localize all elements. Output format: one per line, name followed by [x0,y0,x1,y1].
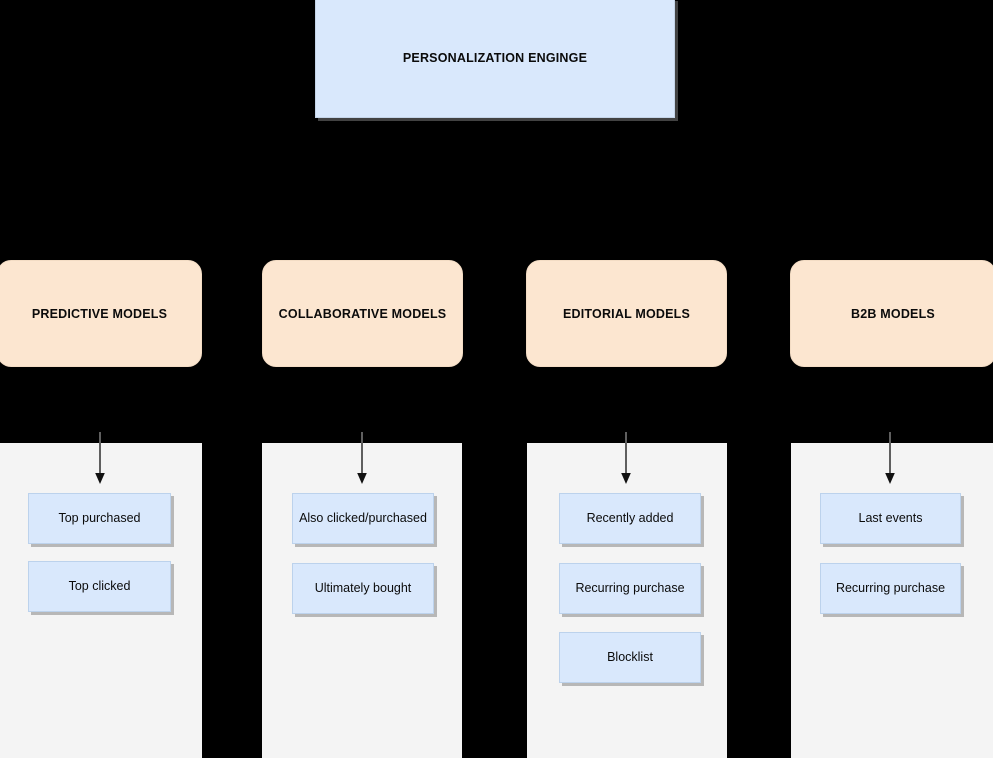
personalization-engine-box[interactable]: PERSONALIZATION ENGINGE [315,0,675,118]
model-box-collaborative[interactable]: COLLABORATIVE MODELS [262,260,463,367]
leaf-box-recurring-purchase-b2b[interactable]: Recurring purchase [820,563,961,614]
model-label-predictive: PREDICTIVE MODELS [31,306,168,321]
leaf-box-blocklist[interactable]: Blocklist [559,632,701,683]
model-box-predictive[interactable]: PREDICTIVE MODELS [0,260,202,367]
model-box-b2b[interactable]: B2B MODELS [790,260,993,367]
leaf-box-top-purchased[interactable]: Top purchased [28,493,171,544]
model-label-b2b: B2B MODELS [851,306,935,321]
leaf-box-ultimately-bought[interactable]: Ultimately bought [292,563,434,614]
personalization-engine-label: PERSONALIZATION ENGINGE [402,51,588,65]
leaf-box-also-clicked-purchased[interactable]: Also clicked/purchased [292,493,434,544]
leaf-box-top-clicked[interactable]: Top clicked [28,561,171,612]
model-label-collaborative: COLLABORATIVE MODELS [278,306,447,321]
leaf-box-recurring-purchase-editorial[interactable]: Recurring purchase [559,563,701,614]
model-box-editorial[interactable]: EDITORIAL MODELS [526,260,727,367]
model-label-editorial: EDITORIAL MODELS [562,306,691,321]
leaf-box-last-events[interactable]: Last events [820,493,961,544]
leaf-box-recently-added[interactable]: Recently added [559,493,701,544]
